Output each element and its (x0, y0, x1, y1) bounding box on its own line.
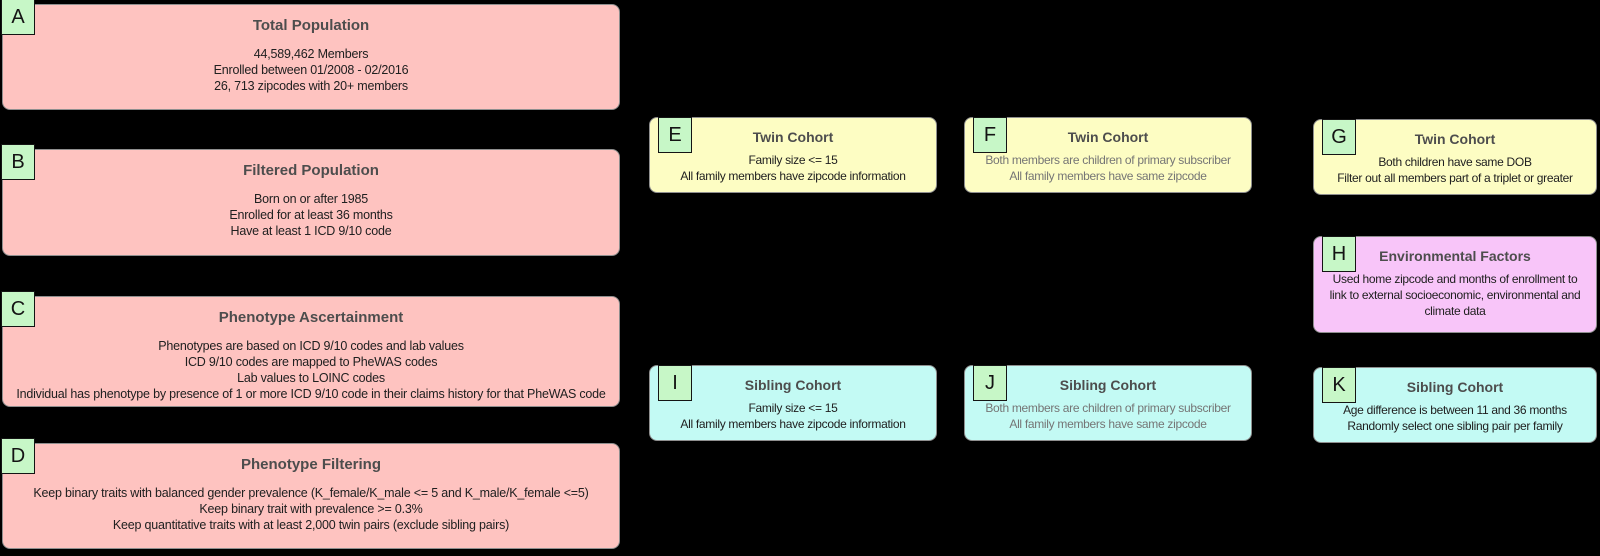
node-body: Family size <= 15 All family members hav… (650, 152, 936, 184)
node-body-line: Both members are children of primary sub… (985, 153, 1231, 167)
node-body: Both members are children of primary sub… (965, 152, 1251, 184)
node-body: Phenotypes are based on ICD 9/10 codes a… (3, 338, 619, 402)
node-letter: D (10, 445, 26, 467)
node-letter-badge-d: D (1, 438, 35, 474)
node-body: Keep binary traits with balanced gender … (3, 485, 619, 533)
node-body-line: Filter out all members part of a triplet… (1337, 171, 1573, 185)
node-sibling-cohort-family-size: I Sibling Cohort Family size <= 15 All f… (649, 365, 937, 441)
node-body-line: Keep binary trait with prevalence >= 0.3… (199, 502, 423, 516)
node-title: Total Population (252, 17, 370, 34)
node-letter-badge-g: G (1322, 119, 1356, 155)
node-body-line: Born on or after 1985 (254, 192, 368, 206)
node-body-line: Have at least 1 ICD 9/10 code (230, 224, 392, 238)
node-letter: K (1332, 374, 1346, 396)
node-title: Phenotype Filtering (240, 456, 381, 473)
node-phenotype-ascertainment: C Phenotype Ascertainment Phenotypes are… (1, 291, 620, 407)
node-body-line: Family size <= 15 (748, 401, 838, 415)
node-twin-cohort-family-size: E Twin Cohort Family size <= 15 All fami… (649, 117, 937, 193)
node-body-line: Both children have same DOB (1378, 155, 1532, 169)
node-body-line: Age difference is between 11 and 36 mont… (1343, 403, 1567, 417)
node-title: Twin Cohort (752, 129, 834, 145)
node-letter-badge-k: K (1322, 367, 1356, 403)
node-letter-badge-j: J (973, 365, 1007, 401)
node-letter: C (10, 298, 26, 320)
node-letter-badge-h: H (1322, 236, 1356, 272)
node-letter-badge-i: I (658, 365, 692, 401)
node-title: Filtered Population (243, 162, 379, 179)
node-body-line: link to external socioeconomic, environm… (1329, 288, 1581, 302)
node-body-line: Enrolled for at least 36 months (229, 208, 393, 222)
node-body-line: climate data (1424, 304, 1486, 318)
node-body: Used home zipcode and months of enrollme… (1314, 271, 1596, 319)
node-filtered-population: B Filtered Population Born on or after 1… (1, 144, 620, 256)
node-title: Sibling Cohort (1406, 379, 1504, 395)
node-letter-badge-b: B (1, 144, 35, 180)
node-letter: H (1331, 243, 1347, 265)
node-body-line: Keep binary traits with balanced gender … (33, 486, 589, 500)
node-title: Twin Cohort (1067, 129, 1149, 145)
node-body-line: All family members have zipcode informat… (680, 417, 906, 431)
node-phenotype-filtering: D Phenotype Filtering Keep binary traits… (1, 438, 620, 549)
node-body-line: All family members have same zipcode (1009, 417, 1207, 431)
node-twin-cohort-same-dob: G Twin Cohort Both children have same DO… (1313, 119, 1597, 195)
node-body: Born on or after 1985 Enrolled for at le… (3, 191, 619, 239)
node-body-line: 44,589,462 Members (253, 47, 369, 61)
node-body: Age difference is between 11 and 36 mont… (1314, 402, 1596, 434)
node-body-line: Keep quantitative traits with at least 2… (112, 518, 510, 532)
node-letter-badge-f: F (973, 117, 1007, 153)
node-title: Environmental Factors (1379, 248, 1531, 264)
node-letter-badge-e: E (658, 117, 692, 153)
node-body: 44,589,462 Members Enrolled between 01/2… (3, 46, 619, 94)
node-body-line: Randomly select one sibling pair per fam… (1347, 419, 1563, 433)
node-body-line: Both members are children of primary sub… (985, 401, 1231, 415)
node-body: Family size <= 15 All family members hav… (650, 400, 936, 432)
node-body-line: All family members have zipcode informat… (680, 169, 906, 183)
node-body-line: ICD 9/10 codes are mapped to PheWAS code… (184, 355, 438, 369)
node-letter: E (668, 124, 682, 146)
node-body-line: Enrolled between 01/2008 - 02/2016 (213, 63, 409, 77)
node-title: Twin Cohort (1414, 131, 1496, 147)
node-body-line: Family size <= 15 (748, 153, 838, 167)
node-title: Sibling Cohort (1059, 377, 1157, 393)
node-sibling-cohort-age-difference: K Sibling Cohort Age difference is betwe… (1313, 367, 1597, 443)
node-letter: B (11, 151, 25, 173)
node-total-population: A Total Population 44,589,462 Members En… (1, 0, 620, 110)
node-letter: A (11, 6, 25, 28)
node-title: Phenotype Ascertainment (218, 309, 404, 326)
node-body-line: Phenotypes are based on ICD 9/10 codes a… (158, 339, 464, 353)
node-body-line: Individual has phenotype by presence of … (16, 387, 606, 401)
node-body-line: Used home zipcode and months of enrollme… (1332, 272, 1578, 286)
node-letter-badge-c: C (1, 291, 35, 327)
node-environmental-factors: H Environmental Factors Used home zipcod… (1313, 236, 1597, 333)
node-sibling-cohort-primary-subscriber: J Sibling Cohort Both members are childr… (964, 365, 1252, 441)
node-body-line: All family members have same zipcode (1009, 169, 1207, 183)
node-letter-badge-a: A (1, 0, 35, 35)
node-letter: J (985, 372, 995, 394)
node-body: Both children have same DOB Filter out a… (1314, 154, 1596, 186)
node-letter: F (983, 124, 997, 146)
node-letter: I (672, 372, 678, 394)
node-body-line: Lab values to LOINC codes (237, 371, 385, 385)
node-body-line: 26, 713 zipcodes with 20+ members (214, 79, 408, 93)
node-twin-cohort-primary-subscriber: F Twin Cohort Both members are children … (964, 117, 1252, 193)
node-letter: G (1331, 126, 1347, 148)
node-body: Both members are children of primary sub… (965, 400, 1251, 432)
node-title: Sibling Cohort (744, 377, 842, 393)
